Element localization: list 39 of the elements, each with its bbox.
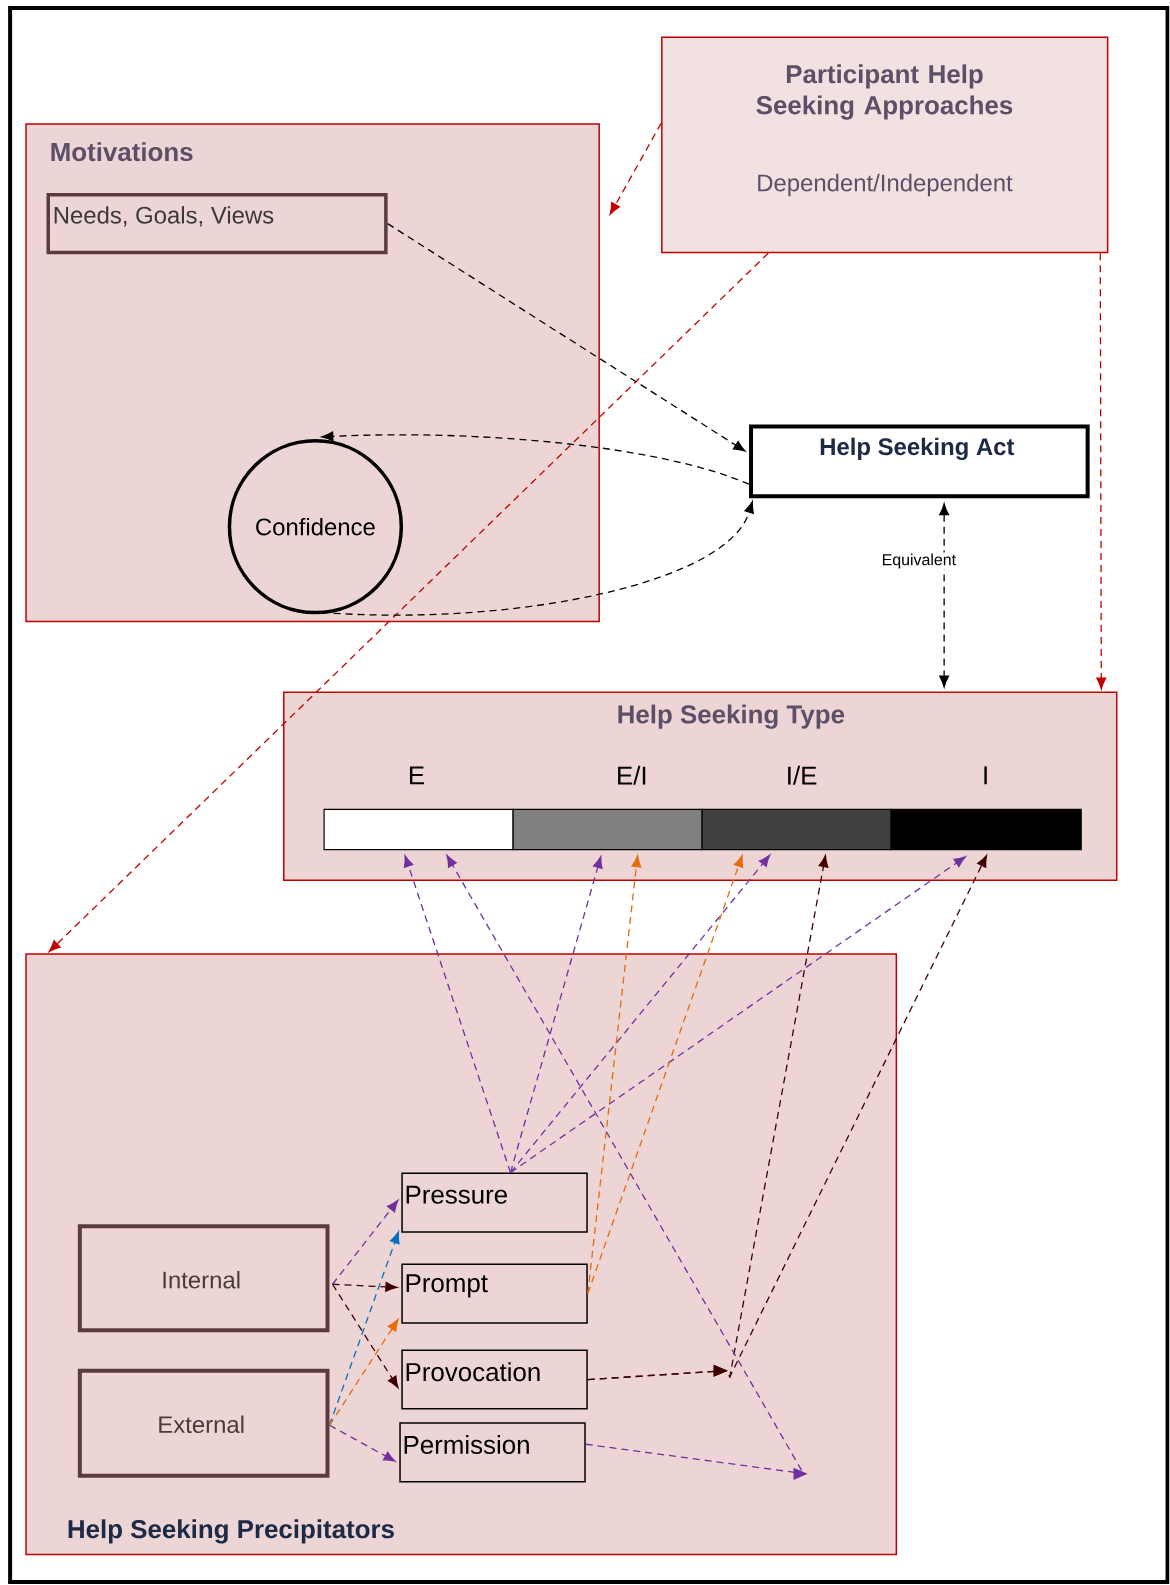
scale-segment: E (323, 766, 514, 851)
arrow (587, 855, 744, 1295)
arrow (1096, 252, 1107, 690)
node-label: E (410, 766, 425, 785)
arrow (510, 856, 603, 1174)
arrow (510, 856, 967, 1174)
arrow (329, 1231, 400, 1426)
arrow (332, 1200, 399, 1285)
arrow (404, 855, 512, 1174)
scale-segment: I (890, 766, 1083, 851)
arrow (446, 854, 808, 1480)
arrow (587, 855, 988, 1381)
node-label: I/E (788, 765, 817, 785)
scale-segment: E/I (512, 765, 703, 851)
arrow (609, 122, 662, 215)
arrow (387, 223, 746, 452)
arrow (587, 855, 642, 1295)
arrow (333, 501, 755, 616)
arrow (329, 1319, 399, 1426)
process-box: Help Seeking Act (749, 424, 1090, 499)
edge-label: Equivalent (880, 552, 958, 570)
arrow (332, 1283, 399, 1389)
arrow (332, 1281, 398, 1292)
arrow (321, 431, 750, 485)
arrow (329, 1424, 396, 1462)
node-label: I (984, 766, 988, 785)
process-box: Pressure (401, 1172, 588, 1233)
process-box: Needs, Goals, Views (46, 193, 388, 255)
arrow (939, 503, 950, 688)
category-box: Internal (78, 1224, 330, 1333)
scale-segment: I/E (701, 765, 892, 851)
process-box: Provocation (401, 1349, 588, 1410)
approach-box: Participant Help Seeking Approaches Dependent/Independent (661, 36, 1109, 254)
process-box: Prompt (401, 1263, 588, 1324)
arrow (48, 252, 770, 953)
category-box: External (78, 1368, 330, 1478)
process-box: Permission (399, 1422, 586, 1483)
node-label: E/I (618, 765, 646, 785)
arrow (510, 854, 771, 1174)
